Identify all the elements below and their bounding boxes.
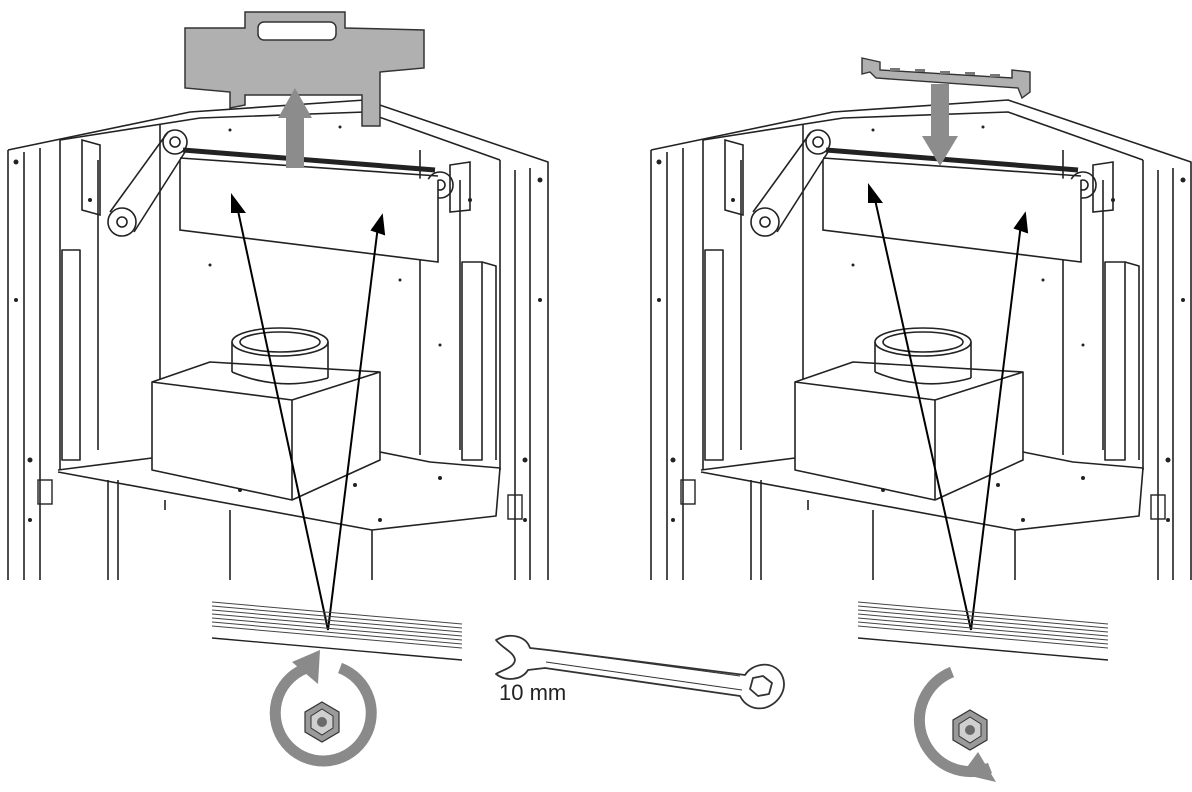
- left-housing: [8, 100, 548, 580]
- wrench-size-label: 10 mm: [499, 680, 567, 705]
- left-pointer-lines: [231, 193, 386, 631]
- right-pointer-lines: [868, 183, 1029, 631]
- clockwise-rotation-icon: [913, 666, 996, 782]
- up-arrow-icon: [278, 88, 312, 168]
- grease-shield: [184, 11, 425, 127]
- wrench-icon: [495, 634, 785, 710]
- left-louver-strip: [211, 601, 463, 661]
- counter-clockwise-rotation-icon: [269, 650, 377, 767]
- down-arrow-icon: [922, 84, 958, 166]
- right-housing: [651, 100, 1191, 580]
- mounting-bracket: [861, 57, 1031, 100]
- right-louver-strip: [857, 601, 1109, 661]
